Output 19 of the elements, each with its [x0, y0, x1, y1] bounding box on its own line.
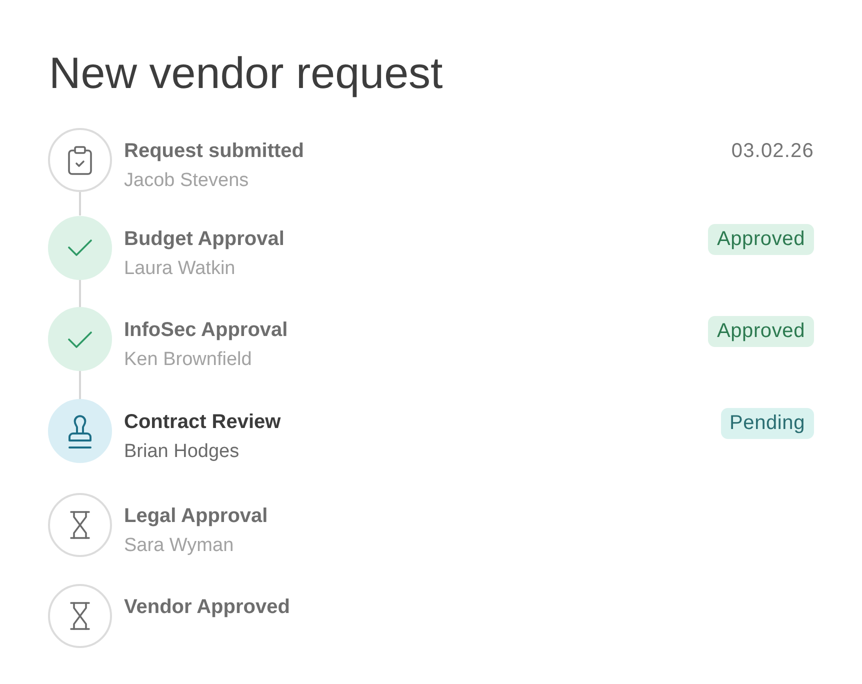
step-title: InfoSec Approval — [124, 318, 288, 342]
status-badge: Pending — [720, 408, 814, 438]
step-title: Request submitted — [124, 139, 304, 163]
assignee-name: Sara Wyman — [124, 534, 234, 558]
status-badge: Approved — [708, 224, 814, 255]
step-title: Contract Review — [124, 410, 281, 434]
assignee-name: Brian Hodges — [124, 440, 240, 464]
connector-line — [79, 192, 81, 216]
step-title: Budget Approval — [124, 226, 284, 250]
step-title: Vendor Approved — [124, 594, 290, 618]
connector-line — [79, 371, 81, 399]
step-title: Legal Approval — [124, 504, 268, 528]
page-title: New vendor request — [49, 52, 443, 96]
assignee-name: Jacob Stevens — [124, 169, 249, 193]
connector-line — [79, 280, 81, 307]
assignee-name: Laura Watkin — [124, 256, 236, 280]
date-text: 03.02.26 — [731, 139, 814, 163]
status-badge: Approved — [708, 316, 814, 347]
assignee-name: Ken Brownfield — [124, 348, 252, 372]
